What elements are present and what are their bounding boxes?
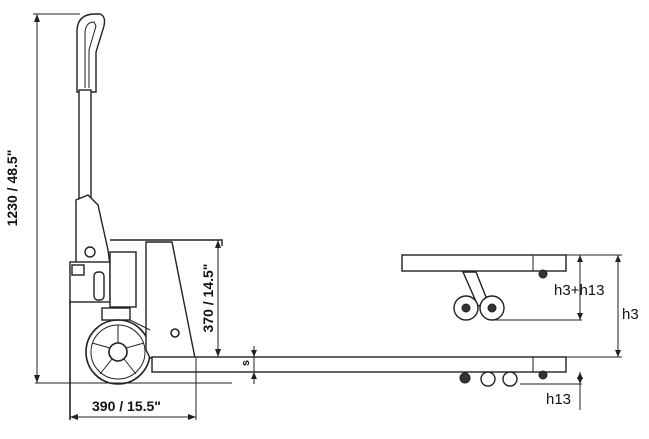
chassis-length-label: 390 / 15.5" [92, 398, 161, 414]
chassis [110, 239, 223, 359]
lift-height-dimension-line [566, 254, 622, 358]
lift-total-label: h3+h13 [554, 282, 605, 299]
fork-thickness-dimension-line [251, 346, 257, 384]
overall-height-label: 1230 / 48.5" [4, 149, 20, 227]
chassis-length-dimension-line [70, 358, 197, 420]
chassis-height-label: 370 / 14.5" [200, 263, 216, 333]
raised-fork [401, 254, 567, 321]
handle [75, 13, 111, 266]
overall-height-dimension-line [33, 13, 80, 383]
fork-thickness-label: s [240, 359, 252, 367]
lift-height-label: h3 [622, 306, 639, 323]
lowered-height-dimension-line [520, 372, 583, 410]
lift-total-dimension-line [490, 255, 583, 321]
chassis-height-dimension-line [215, 240, 221, 357]
hydraulic-pump [69, 246, 137, 420]
steer-wheel [85, 319, 151, 385]
lowered-height-label: h13 [546, 391, 572, 408]
lowered-fork [151, 356, 567, 387]
